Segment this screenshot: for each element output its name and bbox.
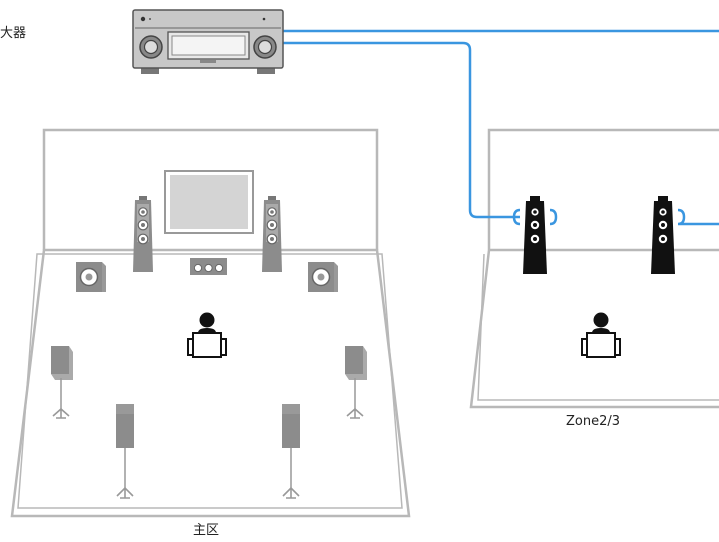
zone2-listener-icon bbox=[581, 311, 621, 358]
amplifier-label: 大器 bbox=[0, 26, 27, 41]
center-speaker-icon bbox=[190, 258, 227, 275]
front-left-speaker-icon bbox=[132, 195, 154, 273]
zone2-room bbox=[469, 128, 719, 409]
subwoofer-left-icon bbox=[75, 261, 107, 293]
zone2-label: Zone2/3 bbox=[566, 414, 621, 429]
surround-right-speaker-icon bbox=[344, 345, 368, 419]
main-zone-label: 主区 bbox=[193, 523, 220, 538]
surround-back-right-speaker-icon bbox=[281, 403, 301, 499]
front-right-speaker-icon bbox=[261, 195, 283, 273]
tv-screen bbox=[164, 170, 254, 234]
zone2-left-speaker-icon bbox=[522, 195, 548, 275]
av-receiver-icon bbox=[132, 9, 284, 74]
zone2-right-speaker-icon bbox=[650, 195, 676, 275]
surround-left-speaker-icon bbox=[50, 345, 74, 419]
main-listener-icon bbox=[187, 311, 227, 358]
subwoofer-right-icon bbox=[307, 261, 339, 293]
surround-back-left-speaker-icon bbox=[115, 403, 135, 499]
speaker-cables bbox=[282, 29, 719, 226]
